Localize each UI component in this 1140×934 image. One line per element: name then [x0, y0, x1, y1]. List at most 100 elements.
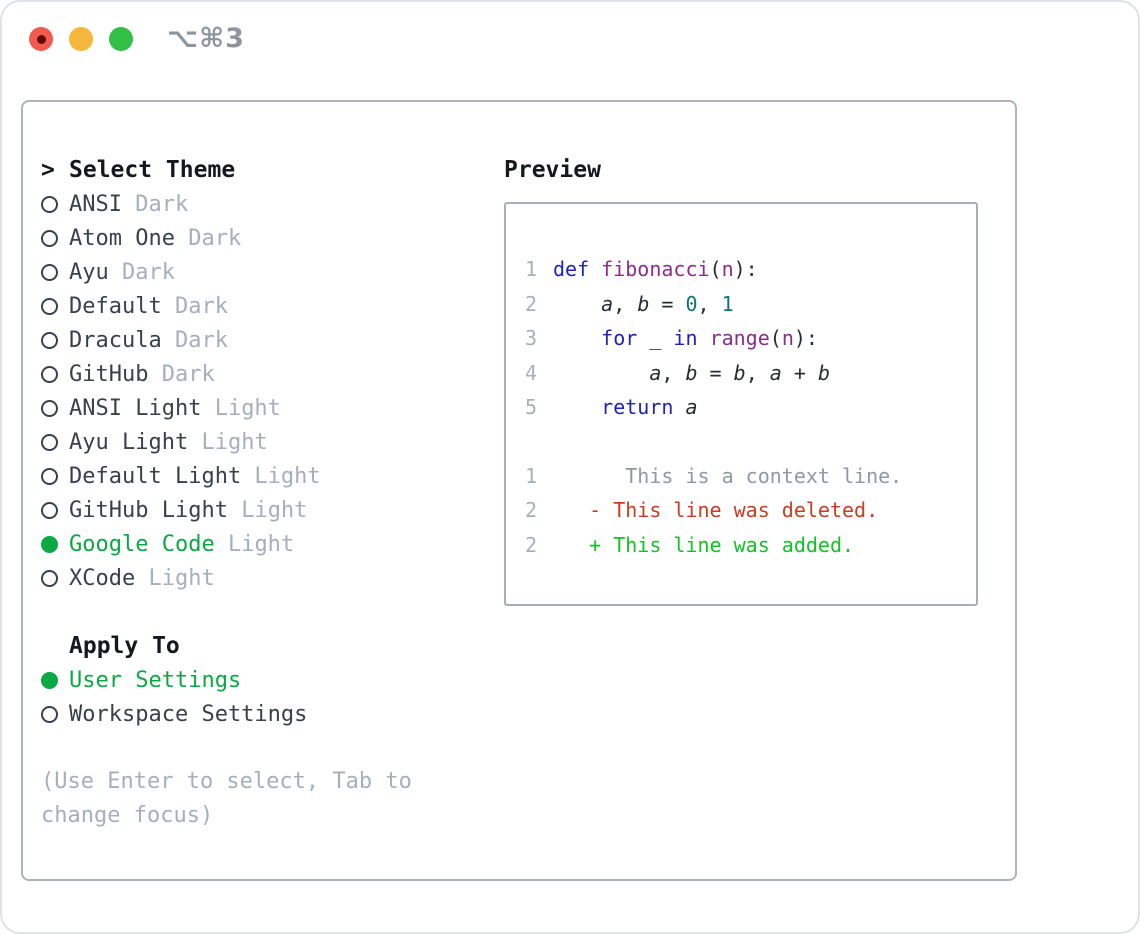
close-button[interactable] — [29, 27, 53, 51]
line-number: 1 — [525, 257, 538, 281]
option-label: Dracula — [69, 327, 162, 353]
spacer — [41, 595, 412, 629]
code-token: a — [685, 395, 698, 419]
theme-option[interactable]: ANSI Light Light — [41, 391, 412, 425]
radio-icon — [41, 399, 58, 417]
code-token: def — [553, 257, 590, 281]
code-line: 3 for _ in range(n): — [525, 321, 976, 356]
code-token: ): — [733, 257, 758, 281]
theme-list-title: Select Theme — [69, 157, 236, 183]
code-token: 0 — [685, 291, 698, 316]
code-token — [553, 321, 601, 356]
option-label: ANSI — [69, 191, 122, 217]
code-token: a — [601, 291, 614, 316]
option-variant-label: Light — [227, 497, 308, 523]
option-label: XCode — [69, 565, 136, 591]
line-number: 4 — [525, 360, 538, 385]
code-line: 4 a, b = b, a + b — [525, 356, 976, 391]
code-token — [698, 321, 710, 356]
radio-icon — [41, 331, 58, 349]
code-token — [589, 252, 601, 287]
theme-option[interactable]: Dracula Dark — [41, 323, 412, 357]
code-token: in — [673, 326, 698, 350]
radio-icon — [41, 705, 58, 723]
theme-option[interactable]: GitHub Dark — [41, 357, 412, 391]
apply-to-title: Apply To — [69, 633, 180, 659]
code-token: for — [601, 326, 638, 350]
option-label: GitHub Light — [69, 497, 228, 523]
theme-option[interactable]: Google Code Light — [41, 527, 412, 561]
preview-title: Preview — [504, 157, 601, 183]
radio-icon — [41, 467, 58, 485]
radio-icon — [41, 365, 58, 383]
code-token: , — [697, 291, 722, 316]
option-label: GitHub — [69, 361, 149, 387]
diff-preview: 1 This is a context line.2 - This line w… — [525, 459, 976, 563]
option-label: ANSI Light — [69, 395, 202, 421]
close-dot-icon — [36, 34, 46, 44]
option-variant-label: Dark — [148, 361, 215, 387]
code-token — [553, 356, 649, 391]
code-token: b — [733, 360, 746, 385]
option-label: Google Code — [69, 531, 215, 557]
code-token: fibonacci — [601, 257, 710, 281]
option-variant-label: Dark — [174, 225, 242, 251]
code-token: = — [697, 360, 734, 385]
apply-to-header: Apply To — [41, 629, 412, 663]
code-token: _ — [637, 326, 674, 350]
option-variant-label: Dark — [161, 293, 228, 319]
theme-option[interactable]: ANSI Dark — [41, 187, 412, 221]
code-token: ( — [709, 257, 722, 281]
diff-text: This is a context line. — [553, 463, 903, 488]
theme-option[interactable]: Ayu Light Light — [41, 425, 412, 459]
option-variant-label: Light — [135, 565, 215, 591]
radio-icon — [41, 297, 58, 315]
code-token — [553, 390, 601, 425]
option-label: Default — [69, 293, 162, 319]
zoom-button[interactable] — [109, 27, 133, 51]
code-line: 2 a, b = 0, 1 — [525, 287, 976, 322]
line-number: 2 — [525, 532, 538, 557]
code-token: = — [649, 291, 686, 316]
option-variant-label: Light — [241, 463, 321, 489]
option-variant-label: Light — [201, 395, 281, 421]
line-number: 2 — [525, 498, 538, 522]
option-variant-label: Light — [214, 531, 295, 557]
code-token: return — [601, 395, 674, 419]
apply-to-option[interactable]: User Settings — [41, 663, 412, 697]
code-token — [673, 390, 685, 425]
option-variant-label: Light — [188, 429, 268, 455]
code-token: range — [709, 326, 770, 350]
diff-line-deleted: 2 - This line was deleted. — [525, 493, 976, 528]
code-token: b — [817, 360, 830, 385]
line-number: 5 — [525, 395, 538, 419]
radio-selected-icon — [41, 671, 58, 689]
code-token: + — [781, 360, 818, 385]
code-token: a — [649, 360, 662, 385]
theme-option[interactable]: Default Dark — [41, 289, 412, 323]
line-number: 2 — [525, 291, 538, 316]
theme-option[interactable]: Atom One Dark — [41, 221, 412, 255]
theme-option[interactable]: XCode Light — [41, 561, 412, 595]
code-token: ): — [793, 326, 818, 350]
option-label: Atom One — [69, 225, 175, 251]
apply-to-option[interactable]: Workspace Settings — [41, 697, 412, 731]
minimize-button[interactable] — [69, 27, 93, 51]
code-token: b — [685, 360, 698, 385]
help-text: (Use Enter to select, Tab to change focu… — [41, 769, 412, 828]
focus-marker-icon: > — [41, 157, 55, 183]
radio-icon — [41, 433, 58, 451]
theme-option[interactable]: Default Light Light — [41, 459, 412, 493]
code-token: , — [613, 291, 638, 316]
code-token: ( — [769, 326, 782, 350]
code-token: , — [745, 360, 770, 385]
option-label: Ayu Light — [69, 429, 189, 455]
theme-option[interactable]: Ayu Dark — [41, 255, 412, 289]
theme-option[interactable]: GitHub Light Light — [41, 493, 412, 527]
diff-line-added: 2 + This line was added. — [525, 528, 976, 563]
